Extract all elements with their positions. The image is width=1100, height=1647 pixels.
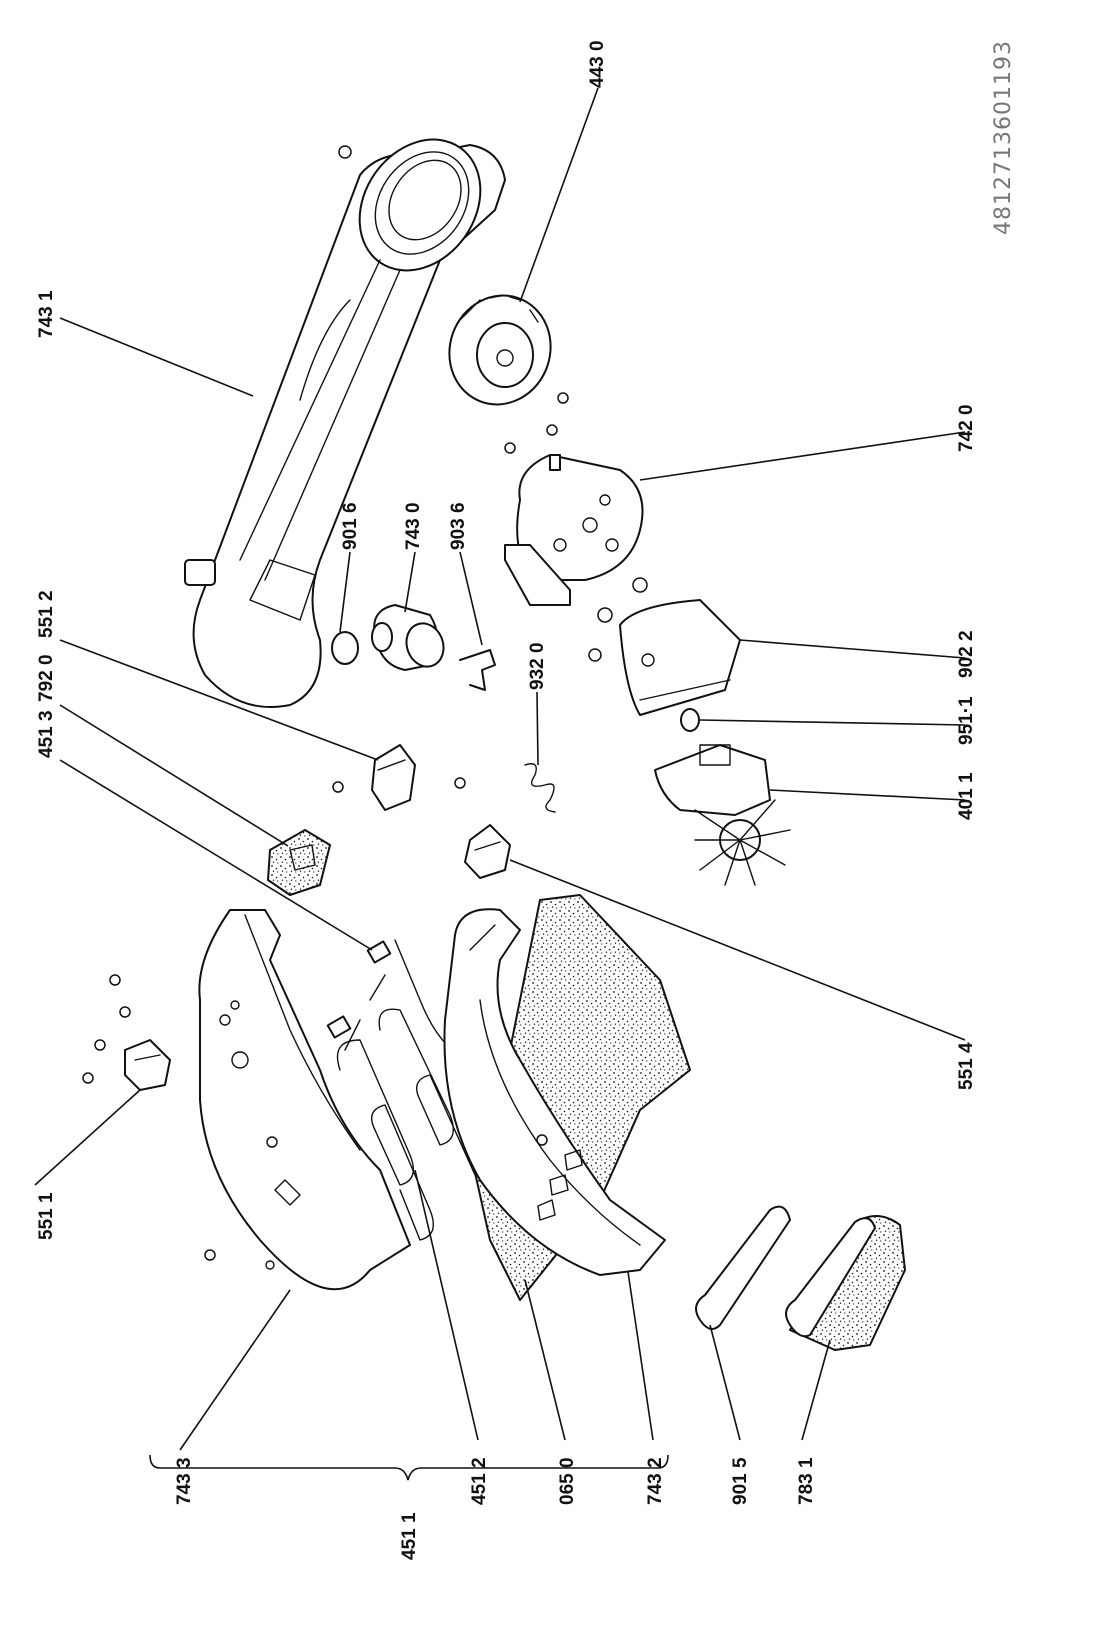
nut-part bbox=[680, 708, 700, 732]
connector-sleeve-part bbox=[371, 604, 445, 671]
label-065-0: 065 0 bbox=[557, 1457, 578, 1505]
fan-wheel-part bbox=[448, 294, 552, 406]
motor-part bbox=[654, 744, 791, 886]
label-551-1: 551 1 bbox=[36, 1192, 57, 1240]
part-labels: 743 1 443 0 742 0 901 6 743 0 903 6 551 … bbox=[36, 40, 977, 1560]
label-451-2: 451 2 bbox=[469, 1457, 490, 1505]
document-number: 4812713601193 bbox=[991, 40, 1016, 235]
switch-large-part bbox=[464, 824, 511, 879]
heating-element-part bbox=[326, 939, 491, 1241]
label-551-4: 551 4 bbox=[956, 1042, 977, 1090]
gasket-loop-part bbox=[695, 1205, 791, 1330]
group-bracket bbox=[149, 1454, 669, 1481]
label-451-3: 451 3 bbox=[36, 710, 57, 758]
filter-frame-part bbox=[785, 1215, 906, 1351]
clip-part bbox=[459, 649, 496, 691]
wire-spring-part bbox=[524, 763, 556, 813]
cover-plate-upper-part bbox=[198, 909, 411, 1291]
fan-housing-part bbox=[504, 392, 644, 606]
label-451-1: 451 1 bbox=[399, 1512, 420, 1560]
label-792-0: 792 0 bbox=[36, 654, 57, 702]
label-743-1: 743 1 bbox=[36, 290, 57, 338]
label-743-3: 743 3 bbox=[174, 1457, 195, 1505]
label-743-2: 743 2 bbox=[645, 1457, 666, 1505]
cover-tray-lower-part bbox=[443, 908, 666, 1276]
switch-small-part bbox=[332, 744, 466, 811]
label-443-0: 443 0 bbox=[587, 40, 608, 88]
label-932-0: 932 0 bbox=[527, 642, 548, 690]
filter-block-part bbox=[267, 829, 331, 896]
leader-lines bbox=[34, 87, 966, 1451]
thermostat-part bbox=[82, 974, 171, 1091]
label-902-2: 902 2 bbox=[956, 630, 977, 678]
label-783-1: 783 1 bbox=[796, 1457, 817, 1505]
label-951-1: 951·1 bbox=[956, 696, 977, 745]
label-551-2: 551 2 bbox=[36, 590, 57, 638]
air-duct-part bbox=[184, 138, 506, 708]
seal-ring-part bbox=[331, 631, 359, 665]
label-742-0: 742 0 bbox=[956, 404, 977, 452]
label-903-6: 903 6 bbox=[448, 502, 469, 550]
label-901-6: 901 6 bbox=[340, 502, 361, 550]
label-901-5: 901 5 bbox=[730, 1457, 751, 1505]
label-401-1: 401 1 bbox=[956, 772, 977, 820]
label-743-0: 743 0 bbox=[403, 502, 424, 550]
motor-bracket-part bbox=[588, 577, 741, 716]
